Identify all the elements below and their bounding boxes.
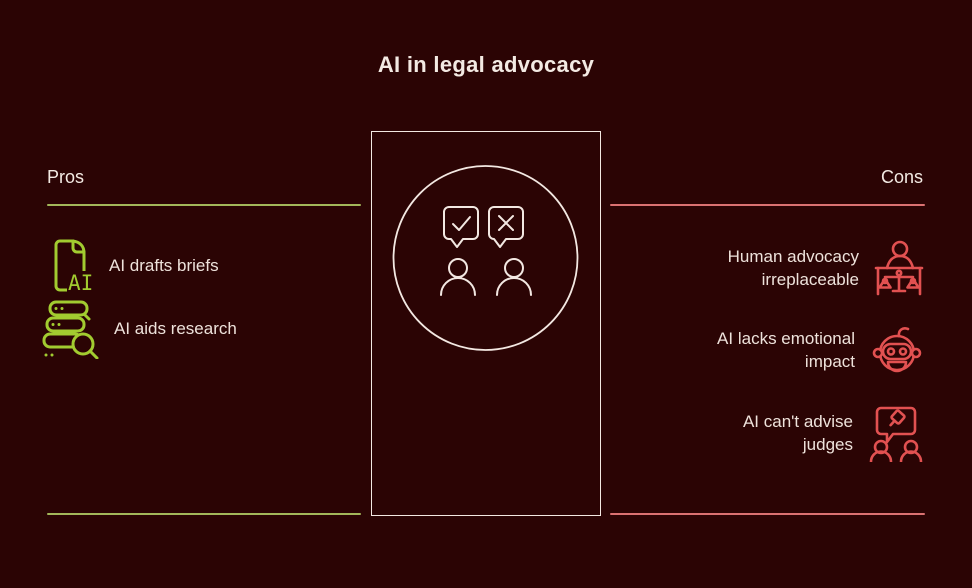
cons-bottom-divider: [610, 513, 925, 515]
cons-item-emotional-impact: AI lacks emotional impact: [717, 323, 925, 377]
robot-head-icon: [869, 323, 925, 377]
svg-text:AI: AI: [68, 271, 93, 294]
cons-item-advise-judges: AI can't advise judges: [743, 404, 925, 462]
pros-item-label: AI aids research: [114, 318, 237, 338]
pros-bottom-divider: [47, 513, 361, 515]
pros-item-drafts-briefs: AI AI drafts briefs: [45, 236, 219, 294]
center-panel: [371, 131, 601, 516]
approve-reject-people-icon: [392, 165, 579, 351]
document-ai-icon: AI: [45, 236, 95, 294]
pros-top-divider: [47, 204, 361, 206]
page-title: AI in legal advocacy: [377, 52, 595, 77]
pros-item-aids-research: AI aids research: [38, 297, 237, 359]
cons-item-label: AI lacks emotional impact: [717, 329, 855, 371]
cons-item-label: AI can't advise judges: [742, 412, 853, 454]
cons-top-divider: [610, 204, 925, 206]
person-justice-scales-icon: [873, 239, 925, 297]
cons-heading: Cons: [880, 167, 923, 187]
pros-item-label: AI drafts briefs: [109, 255, 219, 275]
pros-heading: Pros: [47, 167, 85, 187]
cons-item-label: Human advocacy irreplaceable: [727, 247, 859, 289]
cons-item-human-advocacy: Human advocacy irreplaceable: [728, 239, 925, 297]
people-gavel-discussion-icon: [867, 404, 925, 462]
database-search-icon: [38, 297, 100, 359]
